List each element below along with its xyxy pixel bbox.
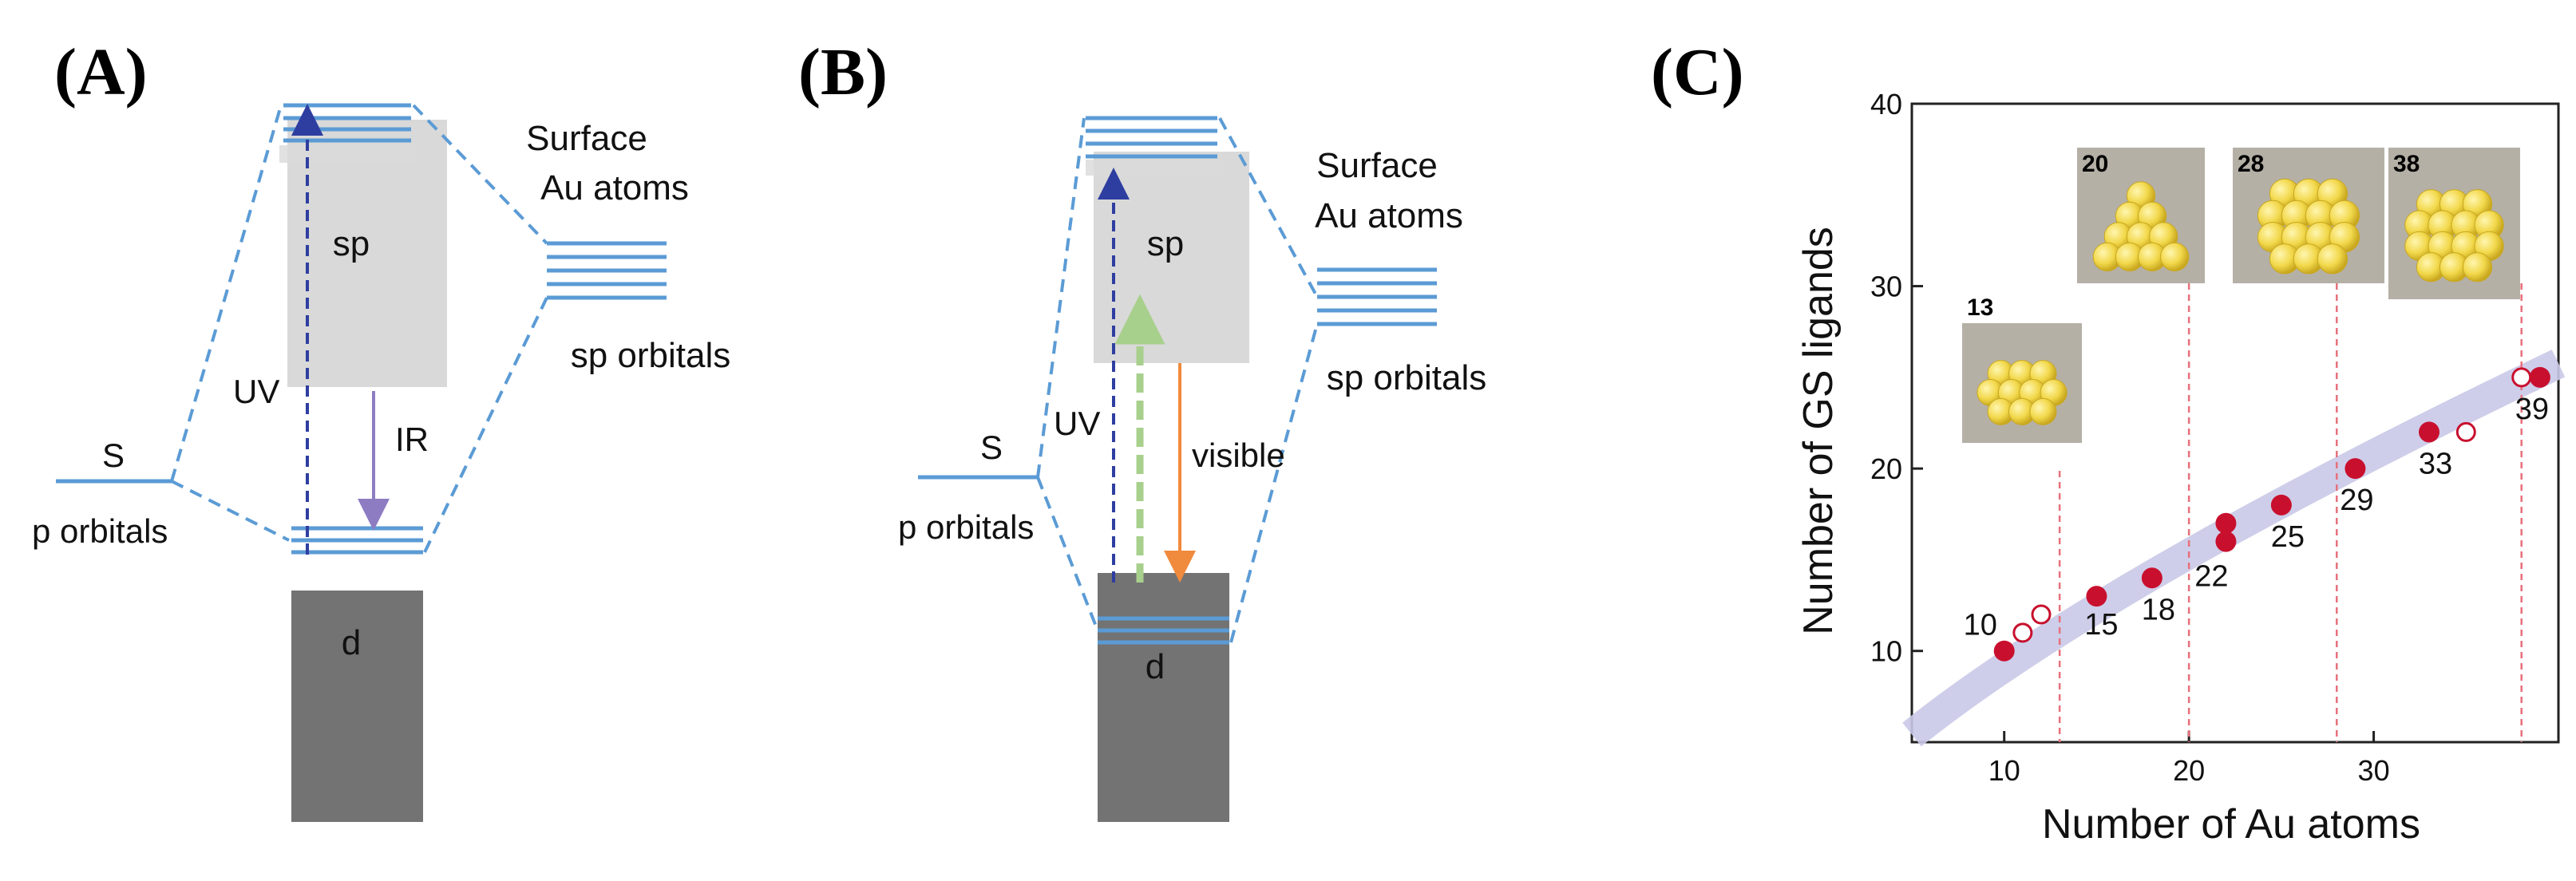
- data-point-open: [2455, 421, 2476, 442]
- homo-levels: [291, 526, 423, 555]
- cluster-size-label: 38: [2393, 151, 2420, 177]
- data-point-filled: [2270, 494, 2292, 516]
- point-label: 39: [2515, 393, 2549, 426]
- sp-band-label: sp: [333, 224, 370, 263]
- x-tick-label: 10: [1988, 754, 2020, 787]
- visible-label: visible: [1192, 437, 1285, 474]
- y-tick-label: 20: [1870, 452, 1902, 485]
- data-point-filled: [2529, 366, 2550, 388]
- surface-title-line2: Au atoms: [540, 168, 689, 207]
- chart-plot: 10 20 30 10 20 30 40 13 20 28 38 10 15 18 22 25 29 33 39: [1870, 88, 2566, 787]
- d-band: [291, 591, 423, 822]
- point-label: 18: [2142, 593, 2175, 626]
- panel-a-tag: (A): [54, 35, 148, 109]
- point-label: 10: [1964, 609, 1997, 642]
- p-orbitals-label: p orbitals: [898, 508, 1034, 546]
- d-band-label: d: [342, 623, 361, 662]
- y-tick-label: 10: [1870, 635, 1902, 668]
- sp-band: [287, 120, 447, 387]
- data-point-open: [2031, 604, 2052, 625]
- uv-label: UV: [233, 373, 279, 410]
- cluster-size-label: 28: [2238, 151, 2264, 177]
- data-point-filled: [2141, 567, 2162, 589]
- gold-atom-sphere: [2317, 243, 2348, 275]
- p-orbitals-label: p orbitals: [32, 512, 168, 550]
- surface-title-line2: Au atoms: [1315, 196, 1463, 235]
- surface-title-line1: Surface: [1316, 146, 1438, 185]
- x-tick-label: 30: [2358, 754, 2390, 787]
- sp-orbitals-label: sp orbitals: [1327, 358, 1487, 397]
- ir-label: IR: [395, 421, 429, 458]
- panel-a: (A) sp d S p orbitals: [32, 35, 730, 822]
- homo-levels: [1098, 616, 1229, 645]
- x-axis-label: Number of Au atoms: [2042, 801, 2420, 847]
- uv-label: UV: [1054, 405, 1100, 442]
- cluster-size-label: 13: [1967, 294, 1993, 321]
- point-label: 29: [2340, 484, 2373, 517]
- data-point-filled: [2215, 512, 2237, 534]
- data-point-filled: [2215, 531, 2237, 552]
- correlation-lines: [170, 104, 548, 553]
- d-band-label: d: [1146, 647, 1165, 686]
- data-point-filled: [2419, 421, 2439, 443]
- cluster-size-label: 20: [2082, 151, 2108, 177]
- surface-title-line1: Surface: [526, 119, 647, 158]
- point-label: 15: [2084, 608, 2118, 642]
- point-label: 33: [2419, 447, 2452, 480]
- s-label: S: [102, 437, 125, 474]
- sp-levels: [1086, 116, 1217, 159]
- surface-sp-levels: [547, 241, 667, 300]
- gold-atom-sphere: [2462, 252, 2493, 282]
- gold-atom-sphere: [2029, 397, 2057, 425]
- s-label: S: [980, 429, 1003, 466]
- plot-frame: [1910, 102, 2560, 744]
- x-tick-label: 20: [2173, 754, 2205, 787]
- data-point-filled: [1993, 640, 2015, 662]
- panel-b: (B) sp d S p orbitals: [798, 35, 1486, 822]
- data-point-open: [2012, 622, 2033, 643]
- data-point-open: [2511, 367, 2532, 388]
- data-point-filled: [2345, 458, 2366, 480]
- gold-atom-sphere: [2160, 242, 2190, 271]
- y-tick-label: 40: [1870, 88, 1902, 120]
- point-label: 25: [2271, 520, 2305, 554]
- sp-band-label: sp: [1147, 224, 1184, 263]
- surface-sp-levels: [1317, 267, 1437, 326]
- panel-c: (C) Number of GS ligands Number of Au at…: [1651, 35, 2566, 847]
- d-band: [1098, 573, 1229, 822]
- correlation-lines: [1036, 117, 1319, 643]
- trend-band: [1902, 350, 2566, 747]
- y-axis-label: Number of GS ligands: [1795, 227, 1842, 635]
- y-tick-label: 30: [1870, 271, 1902, 303]
- point-label: 22: [2194, 560, 2228, 594]
- panel-c-tag: (C): [1651, 35, 1744, 109]
- data-point-filled: [2086, 586, 2107, 607]
- panel-b-tag: (B): [798, 35, 888, 109]
- sp-orbitals-label: sp orbitals: [571, 336, 731, 375]
